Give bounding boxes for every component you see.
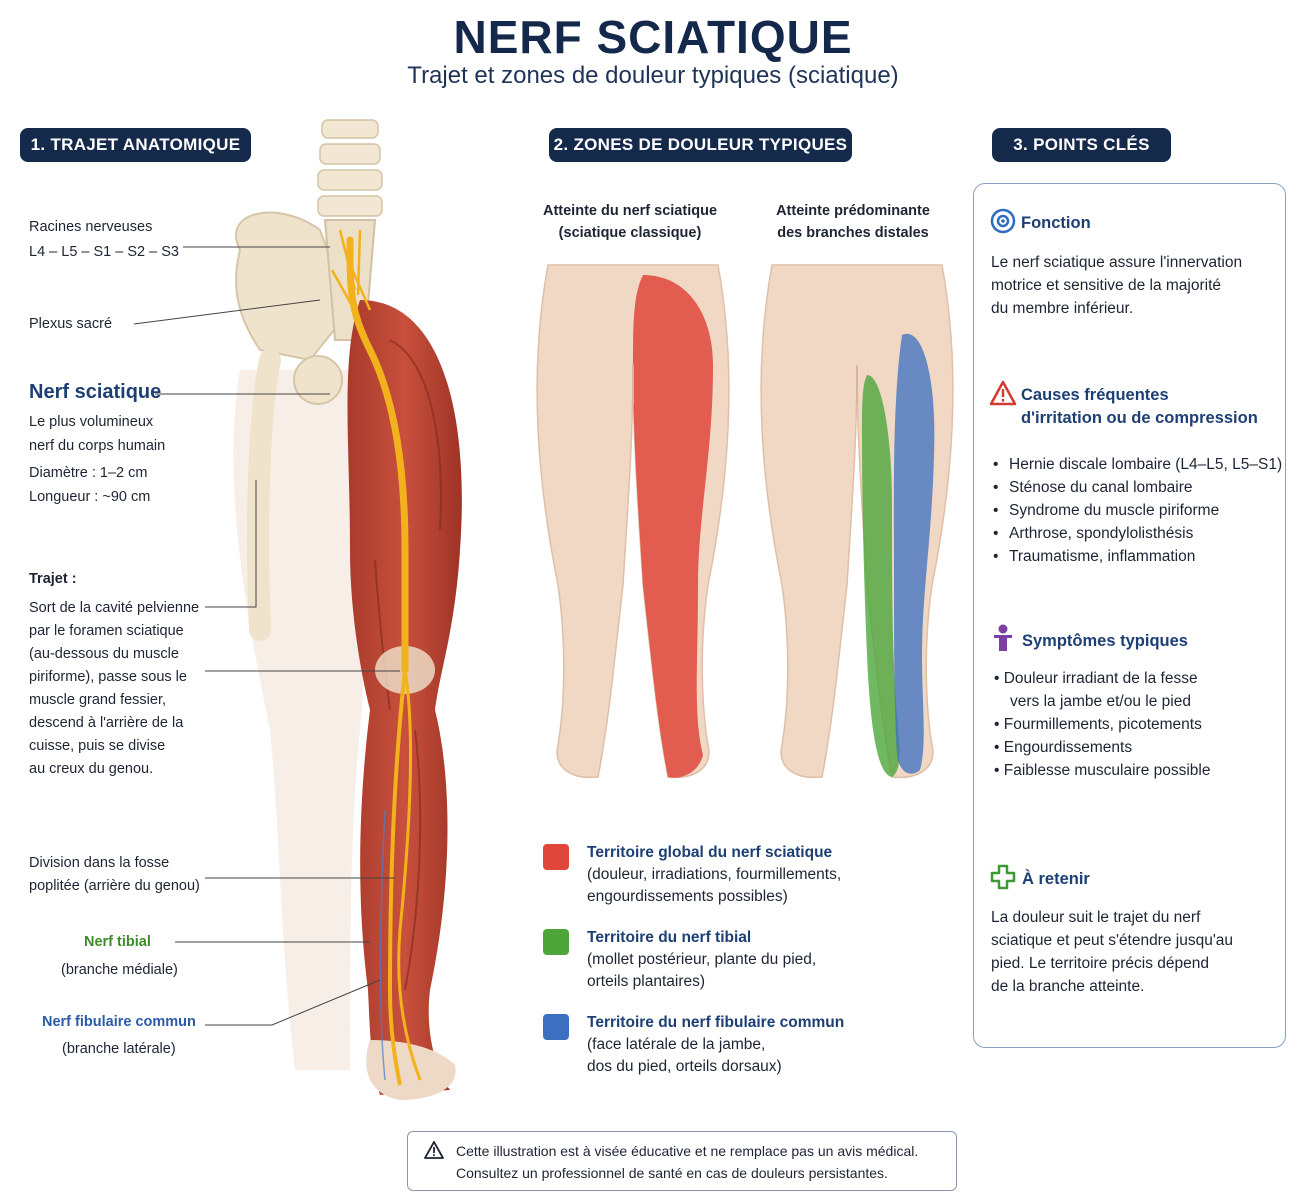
list-item: Traumatisme, inflammation	[993, 545, 1282, 568]
trajet-line: Sort de la cavité pelvienne	[29, 600, 200, 616]
legend-swatch-green	[543, 929, 569, 955]
list-item: • Fourmillements, picotements	[994, 716, 1202, 733]
warning-icon	[989, 380, 1017, 406]
right-leg-muscles	[347, 300, 462, 1095]
tibial-sub: (branche médiale)	[61, 962, 178, 978]
legend-title: Territoire du nerf fibulaire commun	[587, 1014, 845, 1031]
list-item: Sténose du canal lombaire	[993, 476, 1282, 499]
zone-left-head-2: (sciatique classique)	[558, 225, 702, 241]
retenir-line: pied. Le territoire précis dépend	[991, 955, 1209, 972]
red-zone-sciatic	[633, 275, 713, 778]
plexus-label: Plexus sacré	[29, 316, 113, 332]
legend-title: Territoire du nerf tibial	[587, 929, 752, 946]
legend-desc: (mollet postérieur, plante du pied,	[587, 951, 817, 968]
retenir-line: La douleur suit le trajet du nerf	[991, 909, 1201, 926]
list-item: Syndrome du muscle piriforme	[993, 499, 1282, 522]
list-item: Hernie discale lombaire (L4–L5, L5–S1)	[993, 453, 1282, 476]
zone-left-head-1: Atteinte du nerf sciatique	[542, 203, 718, 219]
retenir-line: de la branche atteinte.	[991, 978, 1145, 995]
nerve-desc-1: Le plus volumineux	[29, 414, 154, 430]
femur-bone	[247, 349, 281, 641]
plus-cross-icon	[990, 864, 1016, 890]
fonction-line: Le nerf sciatique assure l'innervation	[991, 254, 1243, 271]
legend-desc: engourdissements possibles)	[587, 888, 788, 905]
causes-title-1: Causes fréquentes	[1021, 386, 1169, 404]
trajet-line: au creux du genou.	[29, 761, 154, 777]
trajet-line: (au-dessous du muscle	[29, 646, 179, 662]
legs-distal-branches	[760, 264, 954, 779]
legend-entry-fibular: Territoire du nerf fibulaire commun (fac…	[587, 1012, 844, 1078]
nerve-desc-2: nerf du corps humain	[29, 438, 166, 454]
disclaimer-line-2: Consultez un professionnel de santé en c…	[456, 1165, 888, 1181]
page-subtitle: Trajet et zones de douleur typiques (sci…	[407, 62, 899, 89]
nerve-length: Longueur : ~90 cm	[29, 489, 151, 505]
legend-title: Territoire global du nerf sciatique	[587, 844, 833, 861]
legend-desc: (douleur, irradiations, fourmillements,	[587, 866, 842, 883]
tibial-title: Nerf tibial	[84, 934, 151, 950]
foot	[366, 1040, 456, 1100]
causes-list: Hernie discale lombaire (L4–L5, L5–S1) S…	[993, 453, 1282, 568]
trajet-line: par le foramen sciatique	[29, 623, 184, 639]
legend-desc: orteils plantaires)	[587, 973, 706, 990]
fibular-title: Nerf fibulaire commun	[42, 1014, 196, 1030]
zone-right-head-1: Atteinte prédominante	[776, 203, 930, 219]
target-icon	[990, 208, 1016, 234]
warning-icon	[424, 1141, 444, 1159]
fibular-sub: (branche latérale)	[62, 1041, 176, 1057]
retenir-line: sciatique et peut s'étendre jusqu'au	[991, 932, 1234, 949]
fonction-line: motrice et sensitive de la majorité	[991, 277, 1222, 294]
list-item: • Douleur irradiant de la fesse	[994, 670, 1198, 687]
disclaimer-line-1: Cette illustration est à visée éducative…	[456, 1143, 919, 1159]
legend-entry-sciatic: Territoire global du nerf sciatique (dou…	[587, 842, 841, 908]
list-item: Arthrose, spondylolisthésis	[993, 522, 1282, 545]
lumbar-vertebrae	[317, 119, 383, 217]
list-item: • Engourdissements	[994, 739, 1133, 756]
green-zone-tibial	[862, 375, 900, 777]
fonction-title: Fonction	[1021, 214, 1091, 232]
legend-entry-tibial: Territoire du nerf tibial (mollet postér…	[587, 927, 816, 993]
nerve-title: Nerf sciatique	[29, 381, 162, 403]
symptomes-list: • Douleur irradiant de la fesse vers la …	[994, 667, 1211, 782]
section-3-header: 3. POINTS CLÉS	[992, 128, 1171, 162]
zone-right-head-2: des branches distales	[777, 225, 929, 241]
roots-label: Racines nerveuses	[29, 219, 153, 235]
division-label-2: poplitée (arrière du genou)	[29, 878, 200, 894]
fibular-nerve-branch	[397, 669, 422, 1081]
retenir-title: À retenir	[1022, 870, 1090, 888]
roots-levels: L4 – L5 – S1 – S2 – S3	[29, 244, 179, 260]
list-item-continuation: vers la jambe et/ou le pied	[1010, 693, 1191, 710]
legend-swatch-blue	[543, 1014, 569, 1040]
causes-title-2: d'irritation ou de compression	[1021, 409, 1258, 427]
division-label-1: Division dans la fosse	[29, 855, 170, 871]
disclaimer-box: Cette illustration est à visée éducative…	[407, 1131, 957, 1191]
legend-desc: dos du pied, orteils dorsaux)	[587, 1058, 782, 1075]
trajet-line: cuisse, puis se divise	[29, 738, 166, 754]
anatomy-illustration	[233, 119, 462, 1100]
trajet-title: Trajet :	[29, 571, 77, 587]
key-points-panel: Fonction Le nerf sciatique assure l'inne…	[973, 183, 1286, 1048]
disclaimer-text: Cette illustration est à visée éducative…	[456, 1140, 918, 1184]
fonction-line: du membre inférieur.	[991, 300, 1134, 317]
section-2-header: 2. ZONES DE DOULEUR TYPIQUES	[549, 128, 852, 162]
legs-classic-sciatica	[536, 264, 730, 779]
list-item: • Faiblesse musculaire possible	[994, 762, 1211, 779]
blue-zone-fibular	[893, 333, 935, 774]
person-icon	[994, 624, 1012, 651]
symptomes-title: Symptômes typiques	[1022, 632, 1188, 650]
sciatic-nerve	[346, 236, 409, 674]
tibial-nerve-branch	[387, 669, 407, 1086]
trajet-line: descend à l'arrière de la	[29, 715, 184, 731]
leader-lines	[133, 246, 400, 1026]
legend-desc: (face latérale de la jambe,	[587, 1036, 766, 1053]
nerve-diameter: Diamètre : 1–2 cm	[29, 465, 148, 481]
legend-swatch-red	[543, 844, 569, 870]
trajet-line: piriforme), passe sous le	[29, 669, 187, 685]
page-title: NERF SCIATIQUE	[453, 11, 853, 63]
nerve-roots	[330, 229, 372, 321]
section-1-header: 1. TRAJET ANATOMIQUE	[20, 128, 251, 162]
trajet-line: muscle grand fessier,	[29, 692, 167, 708]
